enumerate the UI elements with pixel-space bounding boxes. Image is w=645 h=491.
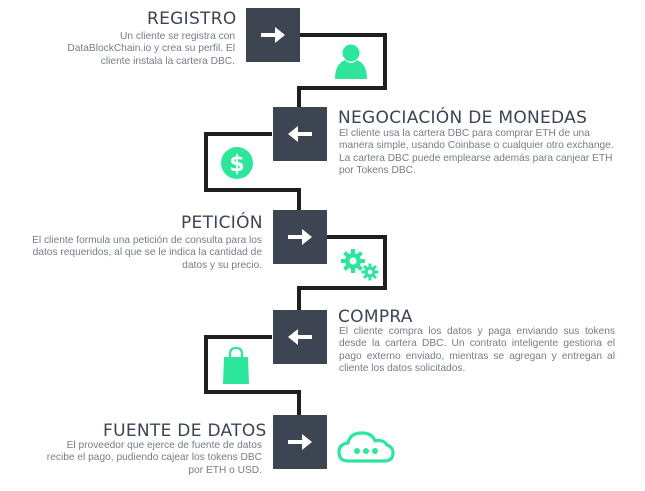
step-5-description: El proveedor que ejerce de fuente de dat… [46, 440, 262, 476]
step-4-arrow-box [273, 310, 327, 364]
step-3-description: El cliente formula una petición de consu… [32, 235, 262, 271]
step-3-title: PETICIÓN [181, 213, 263, 233]
step-4-title: COMPRA [338, 307, 413, 327]
step-1-title: REGISTRO [147, 9, 237, 29]
dollar-coin-icon: $ [221, 147, 253, 179]
cloud-icon [337, 431, 395, 463]
step-5-arrow-box [273, 415, 327, 469]
step-2-arrow-box [273, 107, 327, 161]
step-1-description: Un cliente se registra con DataBlockChai… [67, 31, 235, 67]
right-arrow-icon [288, 434, 312, 450]
left-arrow-icon [288, 126, 312, 142]
step-1-arrow-box [246, 8, 300, 62]
right-arrow-icon [261, 27, 285, 43]
user-icon [335, 44, 367, 79]
step-5-title: FUENTE DE DATOS [103, 421, 267, 441]
step-2-title: NEGOCIACIÓN DE MONEDAS [338, 108, 588, 128]
shopping-bag-icon [223, 346, 249, 384]
left-arrow-icon [288, 329, 312, 345]
gears-icon [341, 249, 379, 281]
step-3-arrow-box [273, 210, 327, 264]
right-arrow-icon [288, 229, 312, 245]
step-4-description: El cliente compra los datos y paga envia… [339, 326, 615, 375]
step-2-description: El cliente usa la cartera DBC para compr… [339, 128, 614, 177]
svg-text:$: $ [229, 152, 244, 177]
